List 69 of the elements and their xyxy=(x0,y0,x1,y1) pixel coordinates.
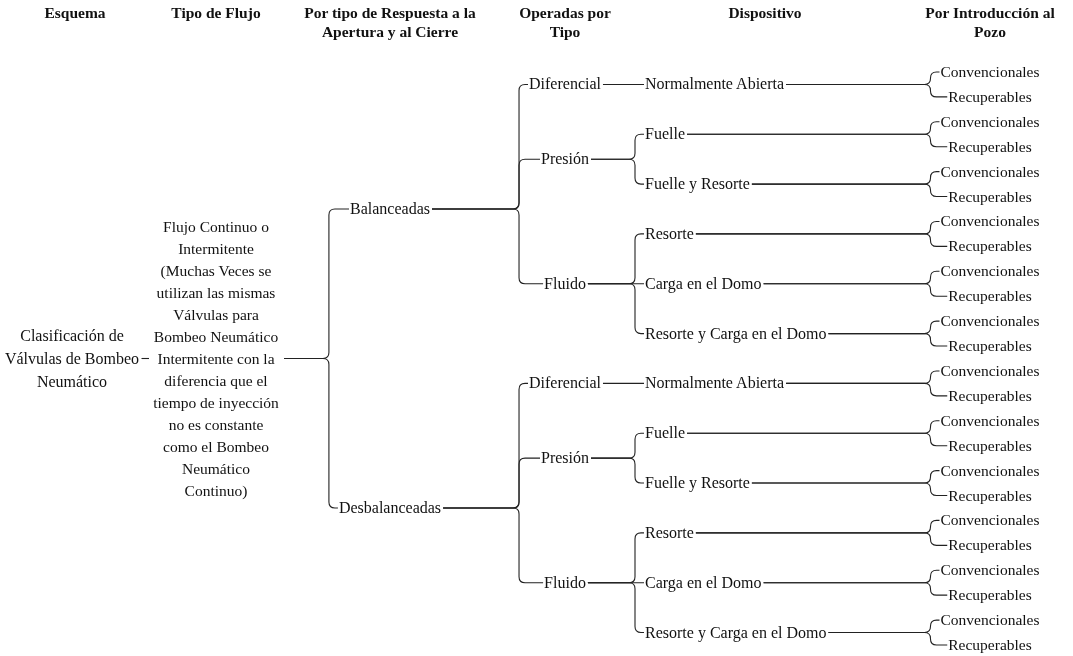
tree-node-text: Resorte xyxy=(645,522,694,544)
tree-node-text: Convencionales xyxy=(940,361,1040,381)
tree-node-text: Convencionales xyxy=(940,511,1040,530)
tree-node-text: Recuperables xyxy=(948,585,1032,605)
tree-node-text: Carga en el Domo xyxy=(645,273,762,295)
column-header: Tipo de Flujo xyxy=(170,4,262,23)
column-header: Esquema xyxy=(43,4,107,23)
tree-node-text: Resorte xyxy=(645,223,694,245)
tree-node-text: Fuelle y Resorte xyxy=(645,173,750,195)
tree-node-text: Fluido xyxy=(544,572,586,594)
tree-node-text: Flujo Continuo o Intermitente (Muchas Veces se utilizan las mismas Válvulas para Bombeo Neumático Intermitente con la diferencia que el tiempo de inyección no es constante como el Bombeo Neumático Continuo) xyxy=(150,215,282,502)
tree-node-text: Convencionales xyxy=(940,560,1040,580)
tree-node-text: Diferencial xyxy=(529,373,601,394)
bracket-connector xyxy=(140,357,150,360)
tree-node-text: Recuperables xyxy=(948,635,1032,655)
bracket-connector xyxy=(763,582,948,596)
tree-node-text: Balanceadas xyxy=(350,198,430,220)
tree-node-text: Fluido xyxy=(544,273,586,295)
tree-node-text: Convencionales xyxy=(940,212,1040,231)
tree-node-text: Normalmente Abierta xyxy=(645,373,785,394)
tree-node-text: Convencionales xyxy=(940,262,1040,281)
tree-node-text: Recuperables xyxy=(948,536,1032,555)
tree-node-text: Normalmente Abierta xyxy=(645,74,785,95)
column-header: Dispositivo xyxy=(727,4,803,23)
bracket-connector xyxy=(431,208,544,285)
tree-node-text: Carga en el Domo xyxy=(645,572,762,594)
tree-node-text: Presión xyxy=(541,148,589,170)
tree-node-text: Clasificación de Válvulas de Bombeo Neumático xyxy=(4,323,140,394)
bracket-connector xyxy=(686,432,948,447)
tree-node-text: Recuperables xyxy=(948,436,1032,455)
tree-node-text: Recuperables xyxy=(948,386,1032,406)
tree-node-text: Fuelle xyxy=(645,123,685,145)
tree-node-text: Resorte y Carga en el Domo xyxy=(645,622,827,643)
bracket-connector xyxy=(785,83,948,98)
tree-node-text: Convencionales xyxy=(940,461,1040,480)
tree-node-text: Diferencial xyxy=(529,74,601,95)
tree-node-text: Convencionales xyxy=(940,162,1040,181)
tree-node-text: Recuperables xyxy=(948,237,1032,256)
tree-node-text: Recuperables xyxy=(948,87,1032,107)
tree-node-text: Convencionales xyxy=(940,411,1040,431)
bracket-connector xyxy=(763,283,948,297)
bracket-connector xyxy=(442,507,544,584)
tree-node-text: Recuperables xyxy=(948,187,1032,206)
tree-node-text: Fuelle xyxy=(645,422,685,444)
tree-node-text: Recuperables xyxy=(948,286,1032,306)
bracket-connector xyxy=(751,183,948,198)
column-header: Por Introducción al Pozo xyxy=(924,4,1056,42)
bracket-connector xyxy=(827,333,948,347)
tree-node-text: Resorte y Carga en el Domo xyxy=(645,323,827,344)
tree-node-text: Recuperables xyxy=(948,336,1032,356)
tree-node-text: Presión xyxy=(541,447,589,469)
bracket-connector xyxy=(695,233,948,247)
bracket-connector xyxy=(695,532,948,546)
bracket-connector xyxy=(827,632,948,646)
tree-node-text: Convencionales xyxy=(940,610,1040,630)
tree-node-text: Convencionales xyxy=(940,311,1040,331)
column-header: Por tipo de Respuesta a la Apertura y al Cierre xyxy=(303,4,477,42)
bracket-connector xyxy=(751,482,948,497)
tree-node-text: Fuelle y Resorte xyxy=(645,472,750,494)
bracket-connector xyxy=(686,133,948,148)
tree-node-text: Recuperables xyxy=(948,486,1032,505)
bracket-connector xyxy=(602,83,645,85)
tree-node-text: Convencionales xyxy=(940,112,1040,132)
tree-node-text: Desbalanceadas xyxy=(338,497,442,519)
bracket-connector xyxy=(602,382,645,384)
bracket-connector xyxy=(785,382,948,397)
tree-node-text: Convencionales xyxy=(940,62,1040,82)
column-header: Operadas por Tipo xyxy=(518,4,612,42)
tree-node-text: Recuperables xyxy=(948,137,1032,157)
